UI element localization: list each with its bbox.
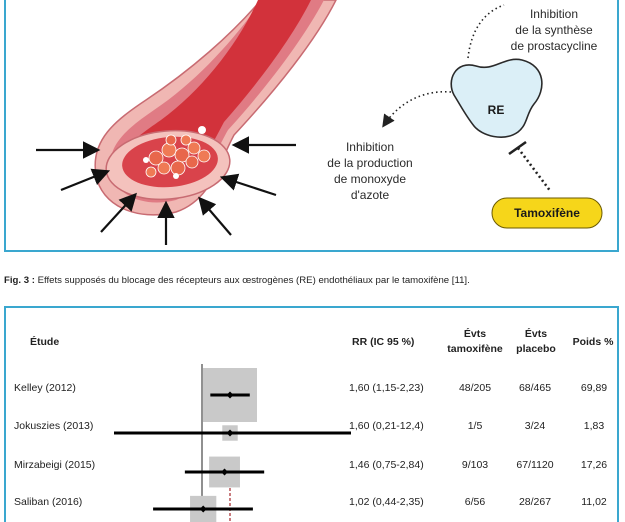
table-row-weight: 17,26 <box>580 459 608 471</box>
label-prostacycline-line-1: Inhibition <box>530 7 578 21</box>
inhibition-line <box>516 147 553 193</box>
compression-arrows <box>36 136 296 245</box>
header-evts-pla-line-1: Évts <box>524 328 548 340</box>
dotted-arrow-no <box>382 90 452 128</box>
table-row-pla: 68/465 <box>518 382 552 394</box>
header-weight: Poids % <box>572 336 614 348</box>
header-study: Étude <box>30 336 60 348</box>
forest-plot-table: Étude RR (IC 95 %) Évts tamoxifène Évts … <box>4 306 619 522</box>
caption-text: Effets supposés du blocage des récepteur… <box>34 275 470 286</box>
table-row-study: Jokuszies (2013) <box>14 420 94 432</box>
label-no-line-2: de la production <box>327 156 412 170</box>
table-row-study: Kelley (2012) <box>14 382 76 394</box>
table-row-pla: 67/1120 <box>516 459 554 471</box>
plaque-cells <box>143 126 211 179</box>
receptor-shape <box>450 58 543 138</box>
figure-caption: Fig. 3 : Effets supposés du blocage des … <box>4 275 621 286</box>
figure-illustration: Inhibition de la synthèse de prostacycli… <box>4 0 619 252</box>
table-row-study: Saliban (2016) <box>14 496 83 508</box>
receptor-label: RE <box>488 103 505 117</box>
table-row-rr: 1,60 (0,21-12,4) <box>349 420 424 432</box>
table-row-tam: 9/103 <box>461 459 489 471</box>
table-row-tam: 48/205 <box>458 382 492 394</box>
label-prostacycline-line-3: de prostacycline <box>511 39 598 53</box>
table-row-pla: 28/267 <box>518 496 552 508</box>
table-row-pla: 3/24 <box>524 420 546 432</box>
table-row-weight: 1,83 <box>583 420 605 432</box>
table-row-study: Mirzabeigi (2015) <box>14 459 96 471</box>
drug-label: Tamoxifène <box>514 206 580 220</box>
table-row-tam: 1/5 <box>467 420 483 432</box>
dotted-arrow-prostacycline <box>467 4 505 59</box>
table-row-rr: 1,60 (1,15-2,23) <box>349 382 424 394</box>
label-nitric-oxide: Inhibition de la production de monoxyde … <box>327 140 412 202</box>
table-row-rr: 1,46 (0,75-2,84) <box>349 459 424 471</box>
table-row-tam: 6/56 <box>464 496 486 508</box>
point-estimate <box>226 391 234 399</box>
caption-label: Fig. 3 : <box>4 275 35 286</box>
header-rr: RR (IC 95 %) <box>352 336 415 348</box>
table-row-rr: 1,02 (0,44-2,35) <box>349 496 424 508</box>
point-estimate <box>199 505 207 513</box>
label-prostacycline: Inhibition de la synthèse de prostacycli… <box>511 7 598 53</box>
header-evts-tamoxifene: Évts tamoxifène <box>440 327 510 357</box>
label-no-line-4: d'azote <box>351 188 390 202</box>
label-prostacycline-line-2: de la synthèse <box>515 23 593 37</box>
label-no-line-1: Inhibition <box>346 140 394 154</box>
table-row-weight: 11,02 <box>581 496 607 508</box>
label-no-line-3: de monoxyde <box>334 172 406 186</box>
point-estimate <box>226 429 234 437</box>
vessel-illustration: Inhibition de la synthèse de prostacycli… <box>36 0 603 245</box>
point-estimate <box>221 468 229 476</box>
header-evts-pla-line-2: placebo <box>516 343 556 355</box>
header-evts-tam-line-2: tamoxifène <box>447 343 503 355</box>
drug-pill <box>491 197 603 229</box>
table-row-weight: 69,89 <box>580 382 608 394</box>
header-evts-placebo: Évts placebo <box>506 327 566 357</box>
header-evts-tam-line-1: Évts <box>463 328 487 340</box>
